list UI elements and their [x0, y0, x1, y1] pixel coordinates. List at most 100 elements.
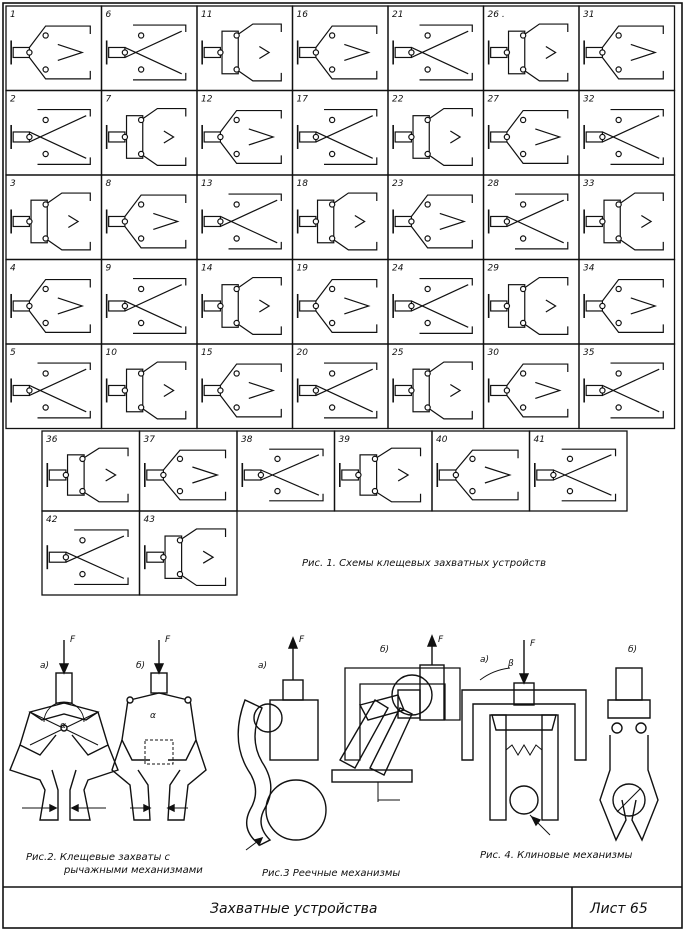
scheme-cell: 31 — [578, 5, 676, 92]
scheme-number: 12 — [201, 95, 213, 105]
scheme-cell: 22 — [387, 89, 485, 176]
scheme-number: 1 — [10, 10, 16, 20]
scheme-cell: 23 — [387, 174, 485, 261]
scheme-cell: 24 — [387, 258, 485, 345]
scheme-cell: 33 — [578, 174, 676, 261]
fig2-label-b: б) — [136, 661, 145, 671]
scheme-number: 17 — [297, 95, 309, 105]
fig4-angle-b: β — [507, 659, 514, 669]
scheme-cell: 17 — [291, 89, 389, 176]
scheme-cell: 25 — [387, 343, 485, 430]
scheme-cell: 7 — [100, 89, 198, 176]
fig2-force-b: F — [165, 635, 171, 645]
scheme-cell: 3 — [5, 174, 103, 261]
fig2-lever-grippers — [9, 640, 207, 821]
fig3-rack-mechanisms — [237, 634, 461, 851]
scheme-cell: 6 — [100, 5, 198, 92]
scheme-number: 11 — [201, 10, 212, 20]
fig4-caption: Рис. 4. Клиновые механизмы — [480, 850, 633, 861]
scheme-number: 35 — [583, 348, 595, 358]
scheme-number: 14 — [201, 264, 213, 274]
scheme-number: 19 — [297, 264, 309, 274]
schemes-row-42-43: 42 43 — [41, 510, 238, 596]
scheme-number: 7 — [106, 95, 112, 105]
scheme-cell: 12 — [196, 89, 294, 176]
fig2-force-a: F — [70, 635, 76, 645]
scheme-number: 26 . — [488, 10, 505, 20]
scheme-number: 13 — [201, 179, 213, 189]
scheme-number: 38 — [241, 435, 253, 445]
scheme-number: 25 — [392, 348, 404, 358]
scheme-cell: 14 — [196, 258, 294, 345]
fig2-angle-b: α — [150, 711, 156, 721]
scheme-number: 5 — [10, 348, 16, 358]
scheme-number: 41 — [534, 435, 545, 445]
scheme-number: 29 — [488, 264, 500, 274]
fig1-caption: Рис. 1. Схемы клещевых захватных устройс… — [302, 558, 546, 569]
fig4-label-b: б) — [628, 645, 637, 655]
scheme-number: 37 — [144, 435, 156, 445]
scheme-number: 6 — [106, 10, 112, 20]
fig3-force-a: F — [299, 635, 305, 645]
scheme-cell: 9 — [100, 258, 198, 345]
scheme-number: 32 — [583, 95, 595, 105]
scheme-cell: 1 — [5, 5, 103, 92]
scheme-cell: 29 — [482, 258, 580, 345]
title-block — [3, 886, 682, 928]
scheme-cell: 10 — [100, 343, 198, 430]
scheme-number: 4 — [10, 264, 16, 274]
scheme-cell: 5 — [5, 343, 103, 430]
scheme-cell: 26 . — [482, 5, 580, 92]
scheme-number: 24 — [392, 264, 404, 274]
scheme-number: 27 — [488, 95, 500, 105]
fig2-caption-line1: Рис.2. Клещевые захваты с — [26, 852, 171, 863]
scheme-cell: 27 — [482, 89, 580, 176]
scheme-cell: 19 — [291, 258, 389, 345]
scheme-number: 3 — [10, 179, 16, 189]
scheme-number: 9 — [106, 264, 112, 274]
scheme-number: 16 — [297, 10, 309, 20]
scheme-cell: 42 — [41, 510, 141, 596]
fig2-angle-a: α — [60, 721, 66, 731]
scheme-cell: 37 — [138, 430, 238, 512]
scheme-cell: 30 — [482, 343, 580, 430]
scheme-cell: 35 — [578, 343, 676, 430]
scheme-cell: 40 — [431, 430, 531, 512]
fig2-label-a: а) — [40, 661, 49, 671]
scheme-cell: 43 — [138, 510, 238, 596]
scheme-number: 40 — [436, 435, 448, 445]
scheme-cell: 18 — [291, 174, 389, 261]
scheme-number: 43 — [144, 515, 156, 525]
scheme-cell: 11 — [196, 5, 294, 92]
scheme-number: 18 — [297, 179, 309, 189]
scheme-cell: 34 — [578, 258, 676, 345]
scheme-cell: 21 — [387, 5, 485, 92]
scheme-cell: 41 — [528, 430, 628, 512]
fig3-label-a: а) — [258, 661, 267, 671]
scheme-number: 22 — [392, 95, 404, 105]
scheme-number: 42 — [46, 515, 58, 525]
scheme-number: 39 — [339, 435, 351, 445]
fig3-caption: Рис.3 Реечные механизмы — [262, 868, 400, 879]
scheme-number: 31 — [583, 10, 594, 20]
scheme-number: 8 — [106, 179, 112, 189]
scheme-number: 21 — [392, 10, 403, 20]
scheme-cell: 28 — [482, 174, 580, 261]
fig4-wedge-mechanisms — [461, 640, 659, 842]
scheme-cell: 38 — [236, 430, 336, 512]
scheme-number: 2 — [10, 95, 16, 105]
scheme-number: 28 — [488, 179, 500, 189]
scheme-cell: 8 — [100, 174, 198, 261]
scheme-number: 30 — [488, 348, 500, 358]
scheme-cell: 20 — [291, 343, 389, 430]
scheme-number: 34 — [583, 264, 595, 274]
fig3-force-b: F — [438, 635, 444, 645]
scheme-cell: 15 — [196, 343, 294, 430]
title-text: Захватные устройства — [210, 901, 377, 917]
fig4-force-a: F — [530, 639, 536, 649]
scheme-cell: 4 — [5, 258, 103, 345]
